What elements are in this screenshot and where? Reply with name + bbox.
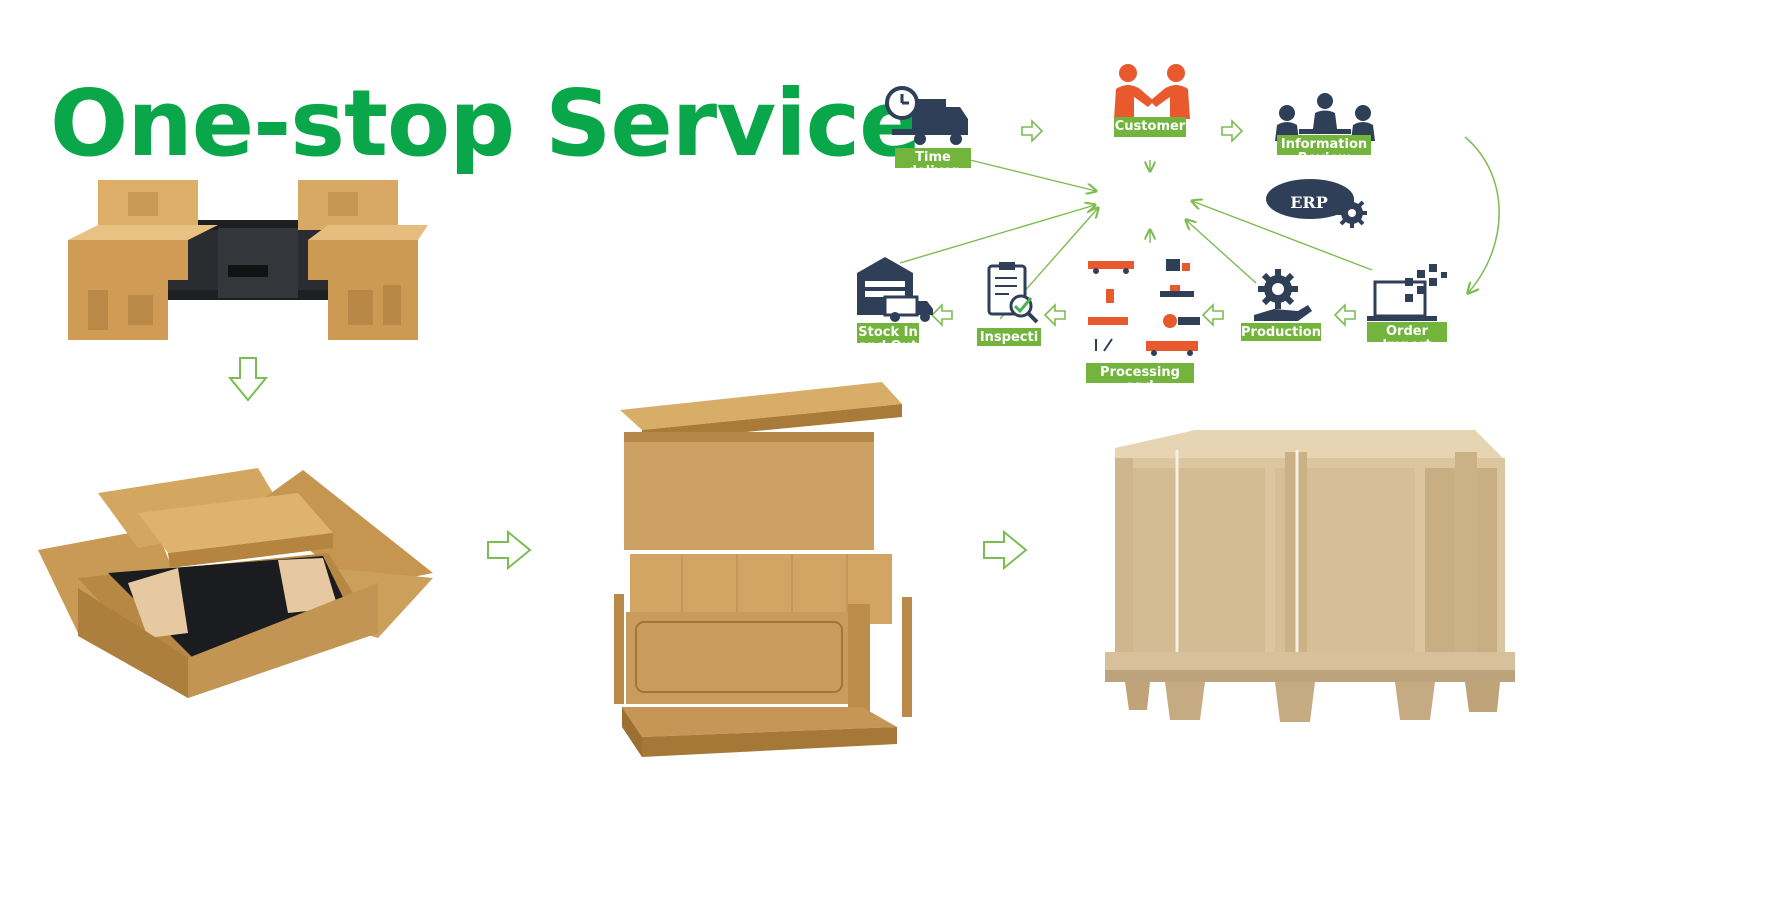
erp-label: ERP <box>1290 193 1328 212</box>
arrow-right-icon <box>487 530 532 570</box>
arrow-right-icon <box>983 530 1028 570</box>
node-production: Production <box>1238 265 1323 345</box>
node-information-review: Information Review <box>1275 91 1375 171</box>
open-carton-icon <box>38 468 433 698</box>
page-title: One-stop Service <box>50 70 922 177</box>
node-label: Stock In and Out <box>857 323 919 343</box>
warehouse-icon <box>857 257 933 322</box>
exploded-honeycomb-box <box>612 382 912 762</box>
machinery-icon <box>1088 259 1200 356</box>
handshake-icon <box>1114 64 1190 119</box>
erp-workflow: Time deliver Customer Information Review <box>857 55 1760 455</box>
node-stock-in-and-out: Stock In and Out <box>855 255 935 345</box>
pallet-crate-icon <box>1105 430 1515 722</box>
erp-cloud-icon <box>1266 179 1367 228</box>
node-label: Inspection <box>977 328 1041 346</box>
delivery-truck-icon <box>885 86 968 145</box>
gear-hand-icon <box>1254 269 1312 321</box>
carton-box-with-inserts <box>38 458 438 703</box>
node-label: Production <box>1241 323 1321 341</box>
node-order-import: Order Import <box>1365 260 1455 345</box>
node-customer: Customer <box>1112 63 1192 143</box>
cork-cushion-icon <box>68 180 428 340</box>
node-label: Customer <box>1114 117 1186 137</box>
laptop-icon <box>1367 264 1447 321</box>
node-time-deliver: Time deliver <box>882 85 972 170</box>
node-processing-and-manufacturing: Processing and Manufacturing <box>1086 255 1206 385</box>
honeycomb-box-icon <box>614 382 912 757</box>
node-label: Information Review <box>1277 135 1371 155</box>
foam-corner-inserts <box>68 180 428 345</box>
erp-connector-lines <box>900 119 1500 327</box>
node-label: Order Import <box>1367 322 1447 342</box>
node-inspection: Inspection <box>977 260 1047 346</box>
arrow-down-icon <box>228 357 268 402</box>
clipboard-check-icon <box>987 262 1039 324</box>
node-label: Time deliver <box>895 148 971 168</box>
node-label: Processing and Manufacturing <box>1086 363 1194 383</box>
erp-core: ERP <box>1260 177 1380 233</box>
paper-pallet-crate <box>1105 430 1515 725</box>
